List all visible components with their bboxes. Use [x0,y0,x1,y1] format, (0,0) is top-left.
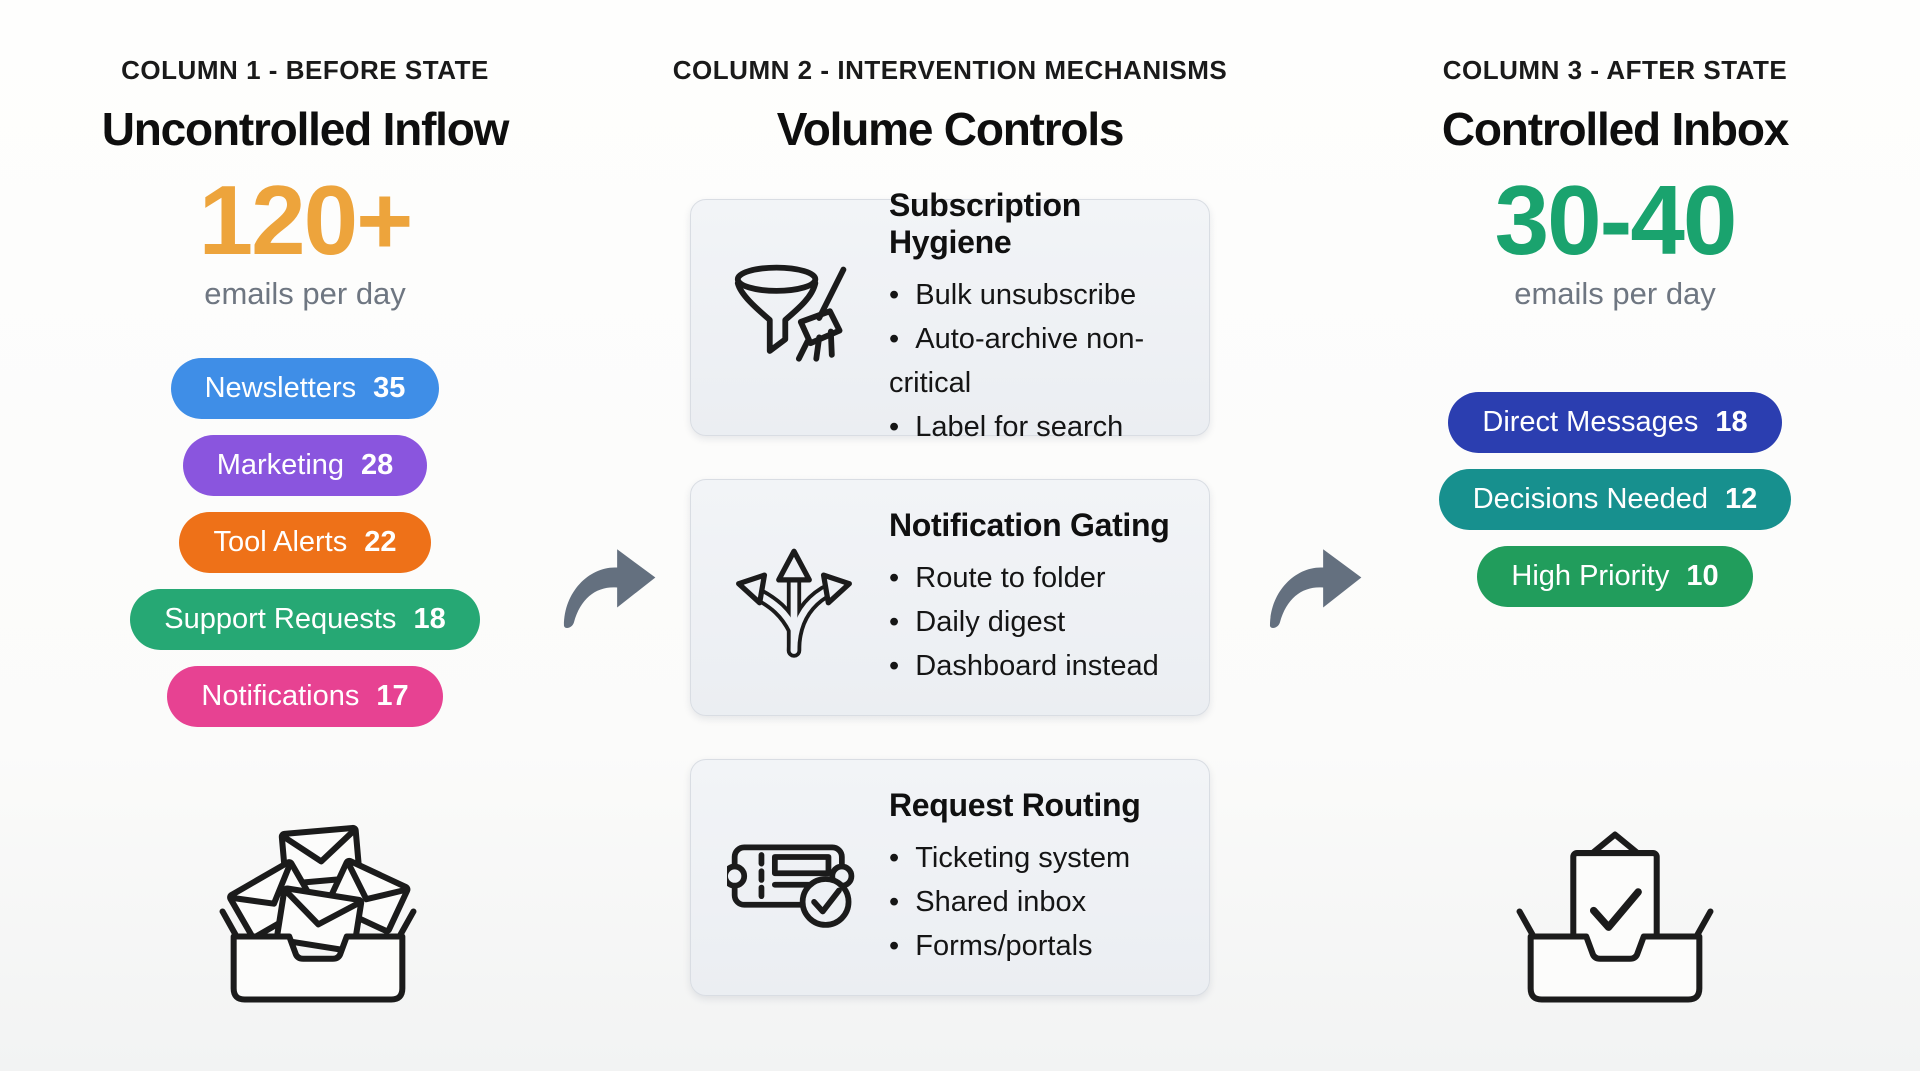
pill-count: 12 [1725,482,1758,515]
pill-label: Notifications [201,679,360,712]
after-metric-caption: emails per day [1514,275,1716,311]
pill-direct-messages: Direct Messages 18 [1448,391,1782,453]
arrow-shape [563,549,656,629]
pill-count: 18 [413,602,446,635]
branching-arrows-icon [725,536,863,660]
arrow-shape [1269,549,1362,629]
pill-label: Direct Messages [1482,405,1699,438]
card-title: Request Routing [889,787,1141,823]
card-title: Subscription Hygiene [889,186,1081,260]
card-bullet: Shared inbox [889,880,1199,924]
card-bullet: Dashboard instead [889,644,1199,688]
pill-label: Decisions Needed [1472,482,1709,515]
before-metric-caption: emails per day [204,275,406,311]
subscription-hygiene-card: Subscription Hygiene Bulk unsubscribe Au… [690,187,1210,443]
card-bullet-list: Ticketing system Shared inbox Forms/port… [889,836,1199,968]
card-bullet-list: Bulk unsubscribe Auto-archive non-critic… [889,273,1199,449]
after-metric-value: 30-40 [1494,165,1738,275]
card-bullet: Daily digest [889,600,1199,644]
notification-gating-card: Notification Gating Route to folder Dail… [690,479,1210,716]
pill-label: Newsletters [204,371,357,404]
card-title: Notification Gating [889,507,1170,543]
pill-count: 28 [361,448,394,481]
card-bullet: Route to folder [889,556,1199,600]
card-bullet: Label for search [889,405,1199,449]
after-column-label: COLUMN 3 - AFTER STATE [1442,55,1788,85]
ticket-check-icon [725,824,863,932]
intervention-column-label: COLUMN 2 - INTERVENTION MECHANISMS [672,55,1228,85]
before-pill-stack: Newsletters 35 Marketing 28 Tool Alerts … [130,357,480,727]
before-column-label: COLUMN 1 - BEFORE STATE [121,55,489,85]
card-bullet: Ticketing system [889,836,1199,880]
request-routing-card: Request Routing Ticketing system Shared … [690,759,1210,996]
card-bullet: Bulk unsubscribe [889,273,1199,317]
pill-label: Support Requests [164,602,397,635]
flow-arrow-icon [554,540,662,635]
pill-notifications: Notifications 17 [167,665,443,727]
pill-count: 18 [1715,405,1748,438]
after-column-title: Controlled Inbox [1441,103,1789,155]
pill-label: Marketing [216,448,345,481]
overflowing-inbox-icon [192,816,444,1006]
card-body: Request Routing Ticketing system Shared … [863,787,1199,968]
card-bullet: Auto-archive non-critical [889,317,1199,405]
intervention-card-stack: Subscription Hygiene Bulk unsubscribe Au… [690,187,1210,996]
pill-count: 22 [364,525,397,558]
checked-inbox-icon [1508,816,1722,1006]
pill-count: 10 [1686,559,1719,592]
after-state-column: COLUMN 3 - AFTER STATE Controlled Inbox … [1355,0,1875,607]
before-metric-value: 120+ [198,165,414,275]
pill-newsletters: Newsletters 35 [170,357,440,419]
pill-marketing: Marketing 28 [182,434,428,496]
card-body: Notification Gating Route to folder Dail… [863,507,1199,688]
pill-label: High Priority [1511,559,1670,592]
before-state-column: COLUMN 1 - BEFORE STATE Uncontrolled Inf… [40,0,570,727]
pill-support-requests: Support Requests 18 [130,588,480,650]
after-pill-stack: Direct Messages 18 Decisions Needed 12 H… [1438,391,1792,607]
funnel-broom-icon [725,259,863,377]
card-bullet-list: Route to folder Daily digest Dashboard i… [889,556,1199,688]
pill-label: Tool Alerts [213,525,348,558]
intervention-column: COLUMN 2 - INTERVENTION MECHANISMS Volum… [660,0,1240,996]
before-column-title: Uncontrolled Inflow [101,103,510,155]
pill-decisions-needed: Decisions Needed 12 [1438,468,1792,530]
card-body: Subscription Hygiene Bulk unsubscribe Au… [863,187,1199,449]
pill-high-priority: High Priority 10 [1477,545,1753,607]
pill-count: 35 [373,371,406,404]
flow-arrow-icon [1260,540,1368,635]
pill-count: 17 [376,679,409,712]
card-bullet: Forms/portals [889,924,1199,968]
intervention-column-title: Volume Controls [776,103,1125,155]
pill-tool-alerts: Tool Alerts 22 [179,511,431,573]
